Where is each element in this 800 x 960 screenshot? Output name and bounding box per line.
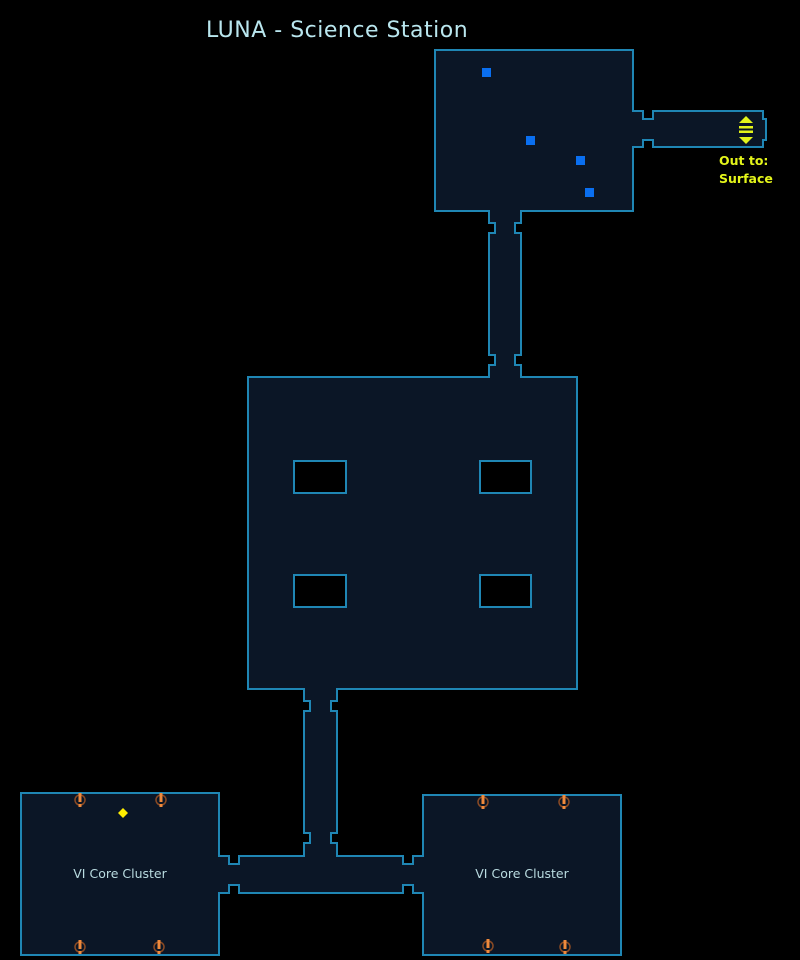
- alert-icon: [477, 795, 489, 809]
- alert-icon: [74, 793, 86, 807]
- exit-label-line1: Out to:: [719, 153, 769, 168]
- alert-icon: [74, 940, 86, 954]
- pillars: [293, 460, 532, 608]
- pillar: [479, 574, 532, 608]
- exit-label[interactable]: Out to: Surface: [719, 152, 773, 188]
- alert-icon: [558, 795, 570, 809]
- marker-icon: [482, 68, 491, 77]
- player-marker-icon: [118, 808, 128, 818]
- pillar: [479, 460, 532, 494]
- marker-icon: [526, 136, 535, 145]
- alert-icon: [482, 939, 494, 953]
- room-label-right: VI Core Cluster: [475, 866, 569, 881]
- floor: [22, 51, 765, 954]
- alert-icon: [155, 793, 167, 807]
- alert-icon: [153, 940, 165, 954]
- pillar: [293, 460, 347, 494]
- exit-label-line2: Surface: [719, 171, 773, 186]
- alert-icon: [559, 940, 571, 954]
- alert-markers: [74, 793, 571, 954]
- map-title: LUNA - Science Station: [206, 18, 469, 43]
- room-label-left: VI Core Cluster: [73, 866, 167, 881]
- pillar: [293, 574, 347, 608]
- marker-icon: [576, 156, 585, 165]
- elevator-icon[interactable]: [739, 116, 753, 144]
- marker-icon: [585, 188, 594, 197]
- blue-markers: [482, 68, 594, 197]
